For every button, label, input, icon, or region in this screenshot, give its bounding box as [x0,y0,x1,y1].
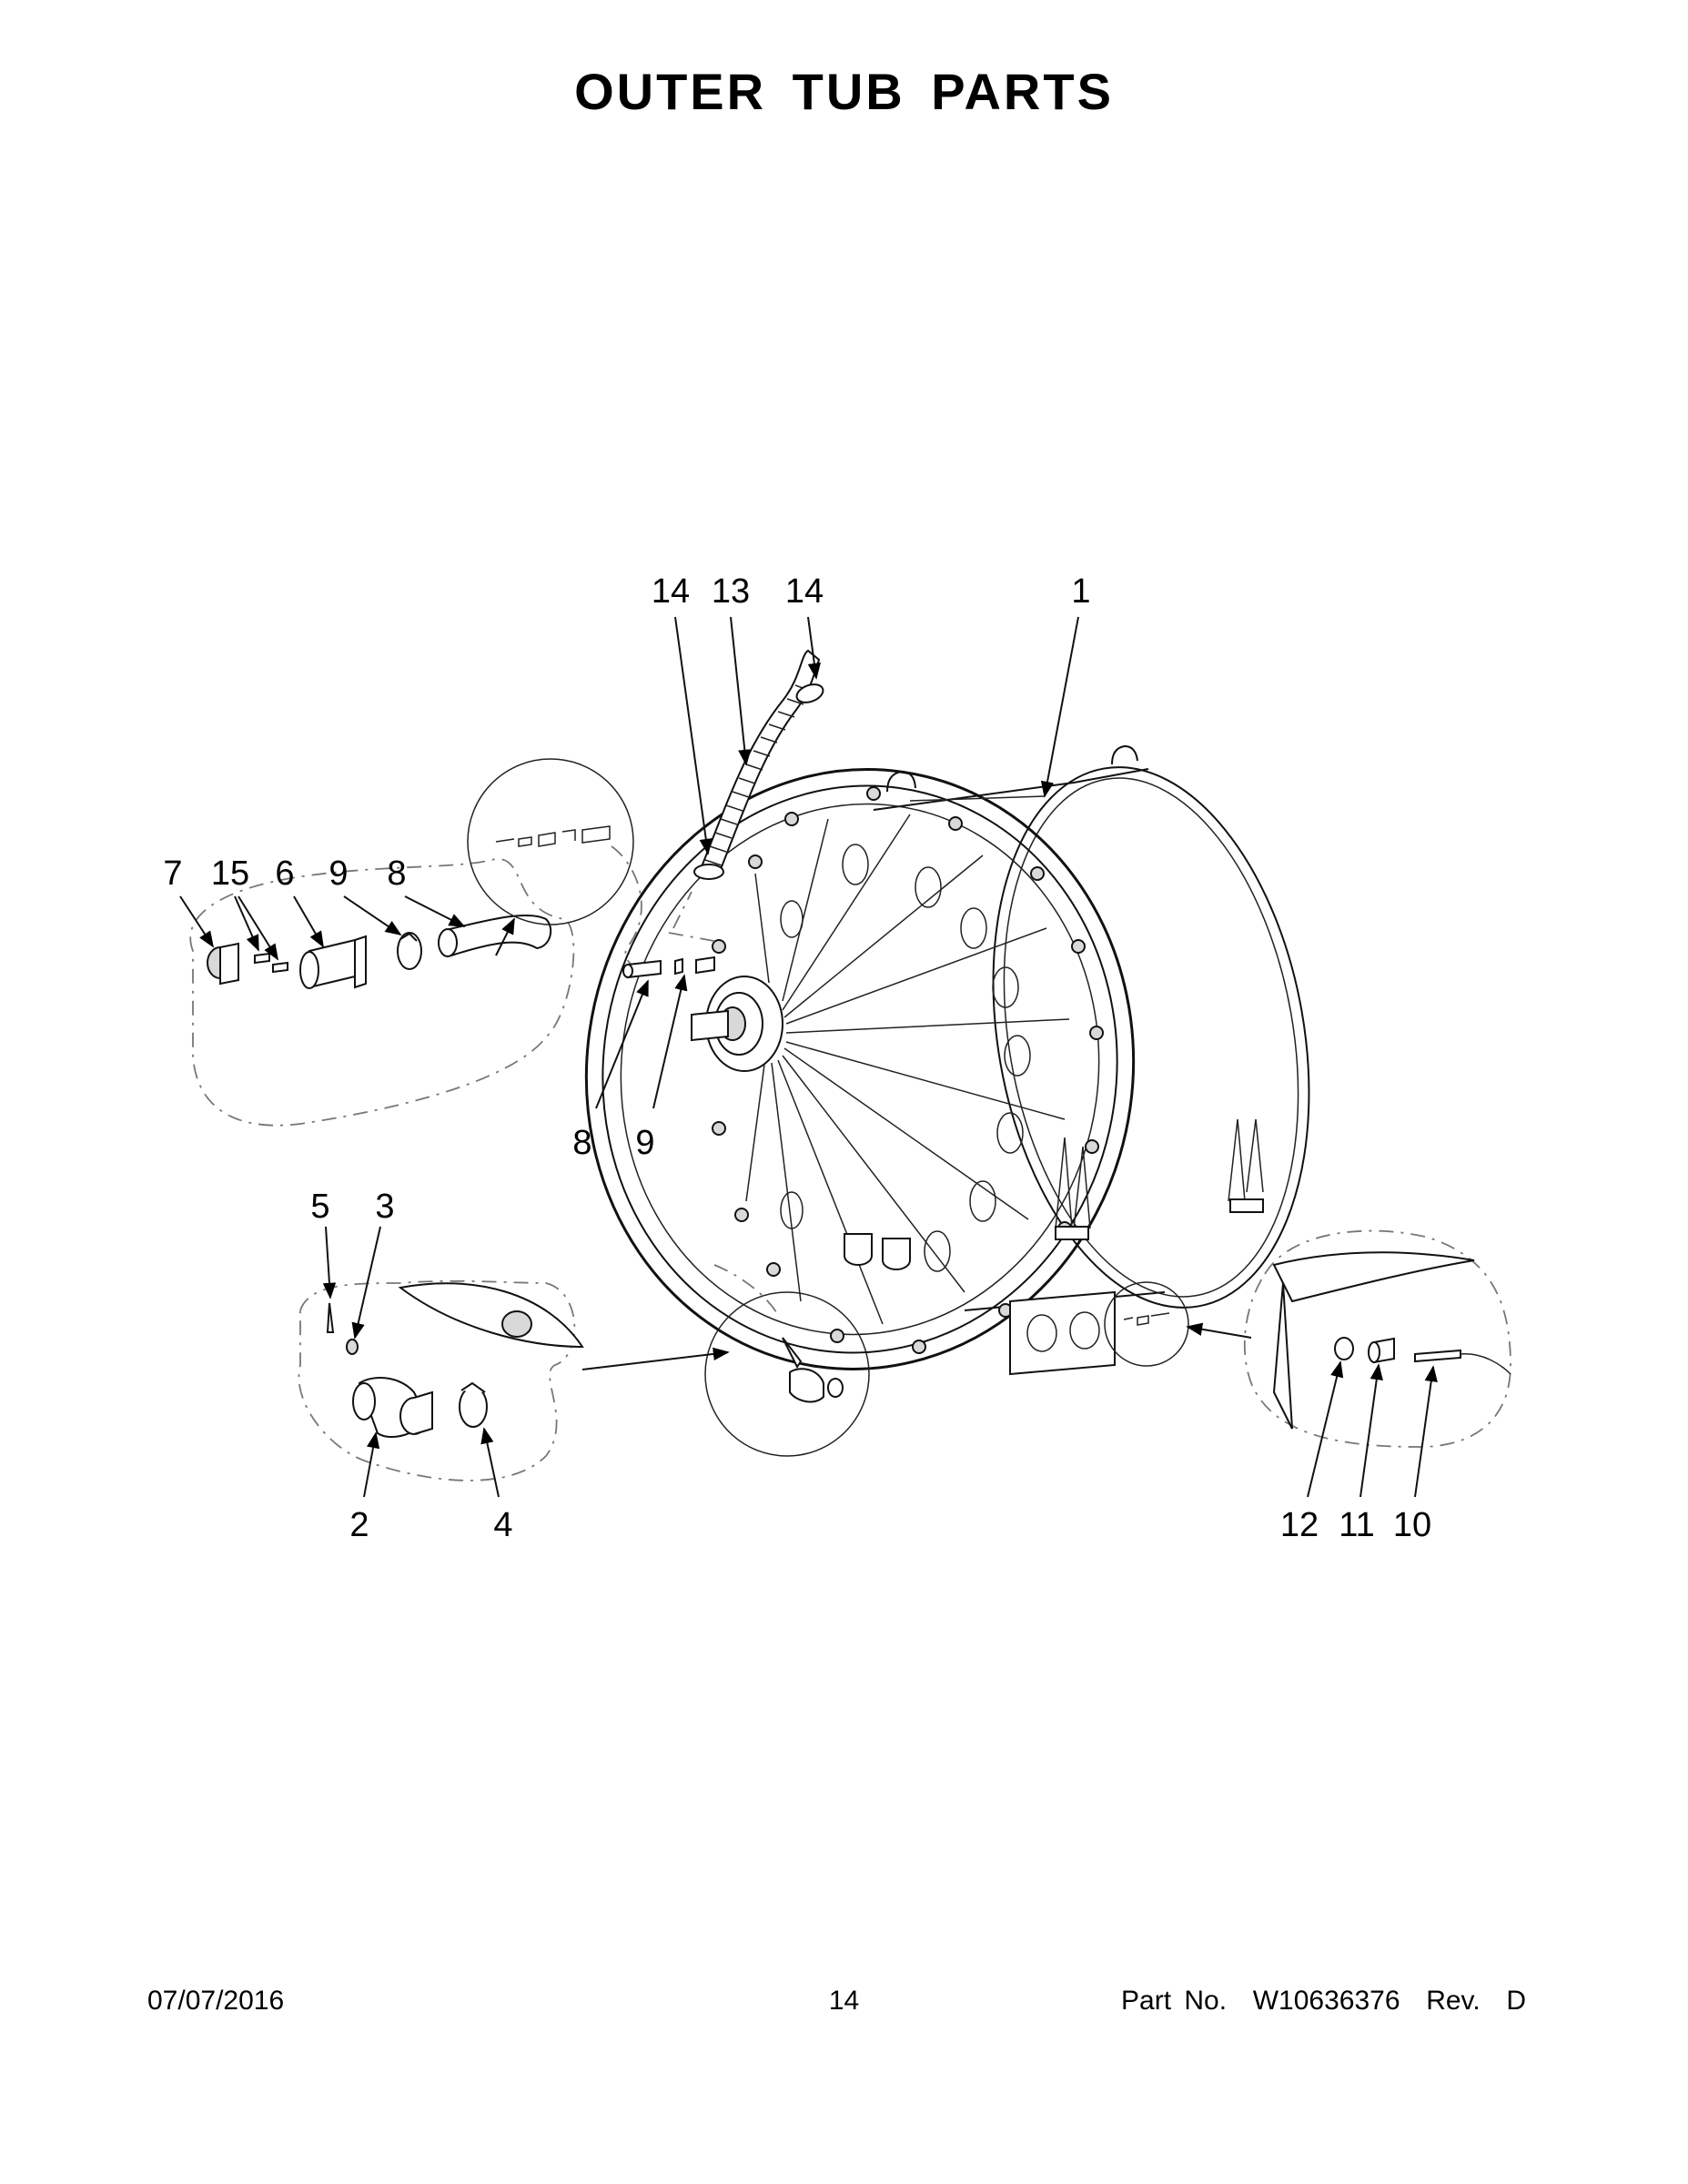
inset-circle-bottom [704,1264,870,1457]
callout-8-top: 8 [387,854,406,893]
flange-openings [780,844,1031,1272]
callout-14-right: 14 [785,572,824,611]
callout-11: 11 [1339,1506,1374,1544]
footer-date: 07/07/2016 [147,1986,285,2016]
flange-bolts [707,786,1104,1354]
callout-8-middle: 8 [572,1124,591,1162]
callout-4: 4 [493,1506,512,1544]
tub-hose-fittings [622,956,715,979]
callout-9-middle: 9 [635,1124,654,1162]
page-number: 14 [828,1986,860,2016]
vent-hose-assembly [668,649,824,943]
callout-3: 3 [375,1188,394,1226]
callout-labels: 14 13 14 1 7 15 6 9 8 8 9 5 3 2 4 12 11 … [163,572,1431,1544]
tub-bracket-plate [1009,1290,1116,1376]
callout-1: 1 [1071,572,1090,611]
drain-detail-bottom-left [298,1279,584,1481]
callout-5: 5 [310,1188,329,1226]
leader-lines [179,616,1438,1498]
callout-12: 12 [1280,1506,1319,1544]
sensor-detail-bottom-right [1104,1229,1511,1448]
callout-14-left: 14 [652,572,690,611]
tub-ribs [745,814,1070,1325]
callout-7: 7 [163,854,182,893]
footer-part-number: Part No. W10636376 Rev. D [1121,1986,1526,2016]
outer-tub [584,744,1310,1376]
callout-13: 13 [712,572,750,611]
callout-2: 2 [349,1506,369,1544]
page-title: OUTER TUB PARTS [574,63,1114,120]
callout-10: 10 [1393,1506,1431,1544]
callout-6: 6 [275,854,294,893]
callout-9-top: 9 [329,854,348,893]
hose-detail-top-left [189,858,575,1127]
callout-15: 15 [211,854,249,893]
